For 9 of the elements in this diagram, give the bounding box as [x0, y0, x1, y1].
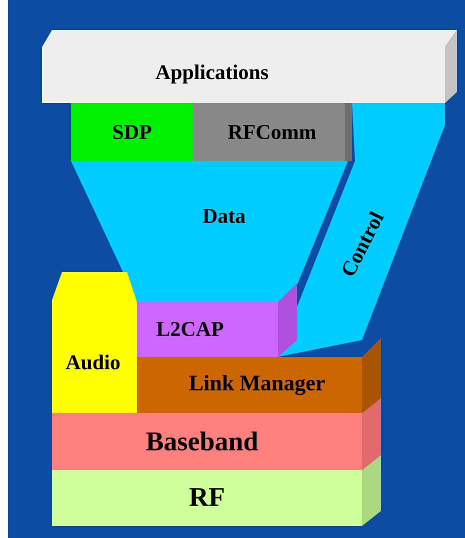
node-label: Data	[202, 209, 246, 223]
layer-block: Baseband	[52, 398, 381, 470]
layer-block: SDP	[71, 103, 193, 161]
layer-block: Audio	[52, 272, 137, 413]
layer-block: RF	[52, 455, 381, 526]
layer-block: Link Manager	[137, 338, 381, 413]
layer-block: Applications	[42, 30, 457, 103]
layer-block: L2CAP	[137, 283, 297, 357]
layer-block: RFComm	[193, 103, 352, 161]
